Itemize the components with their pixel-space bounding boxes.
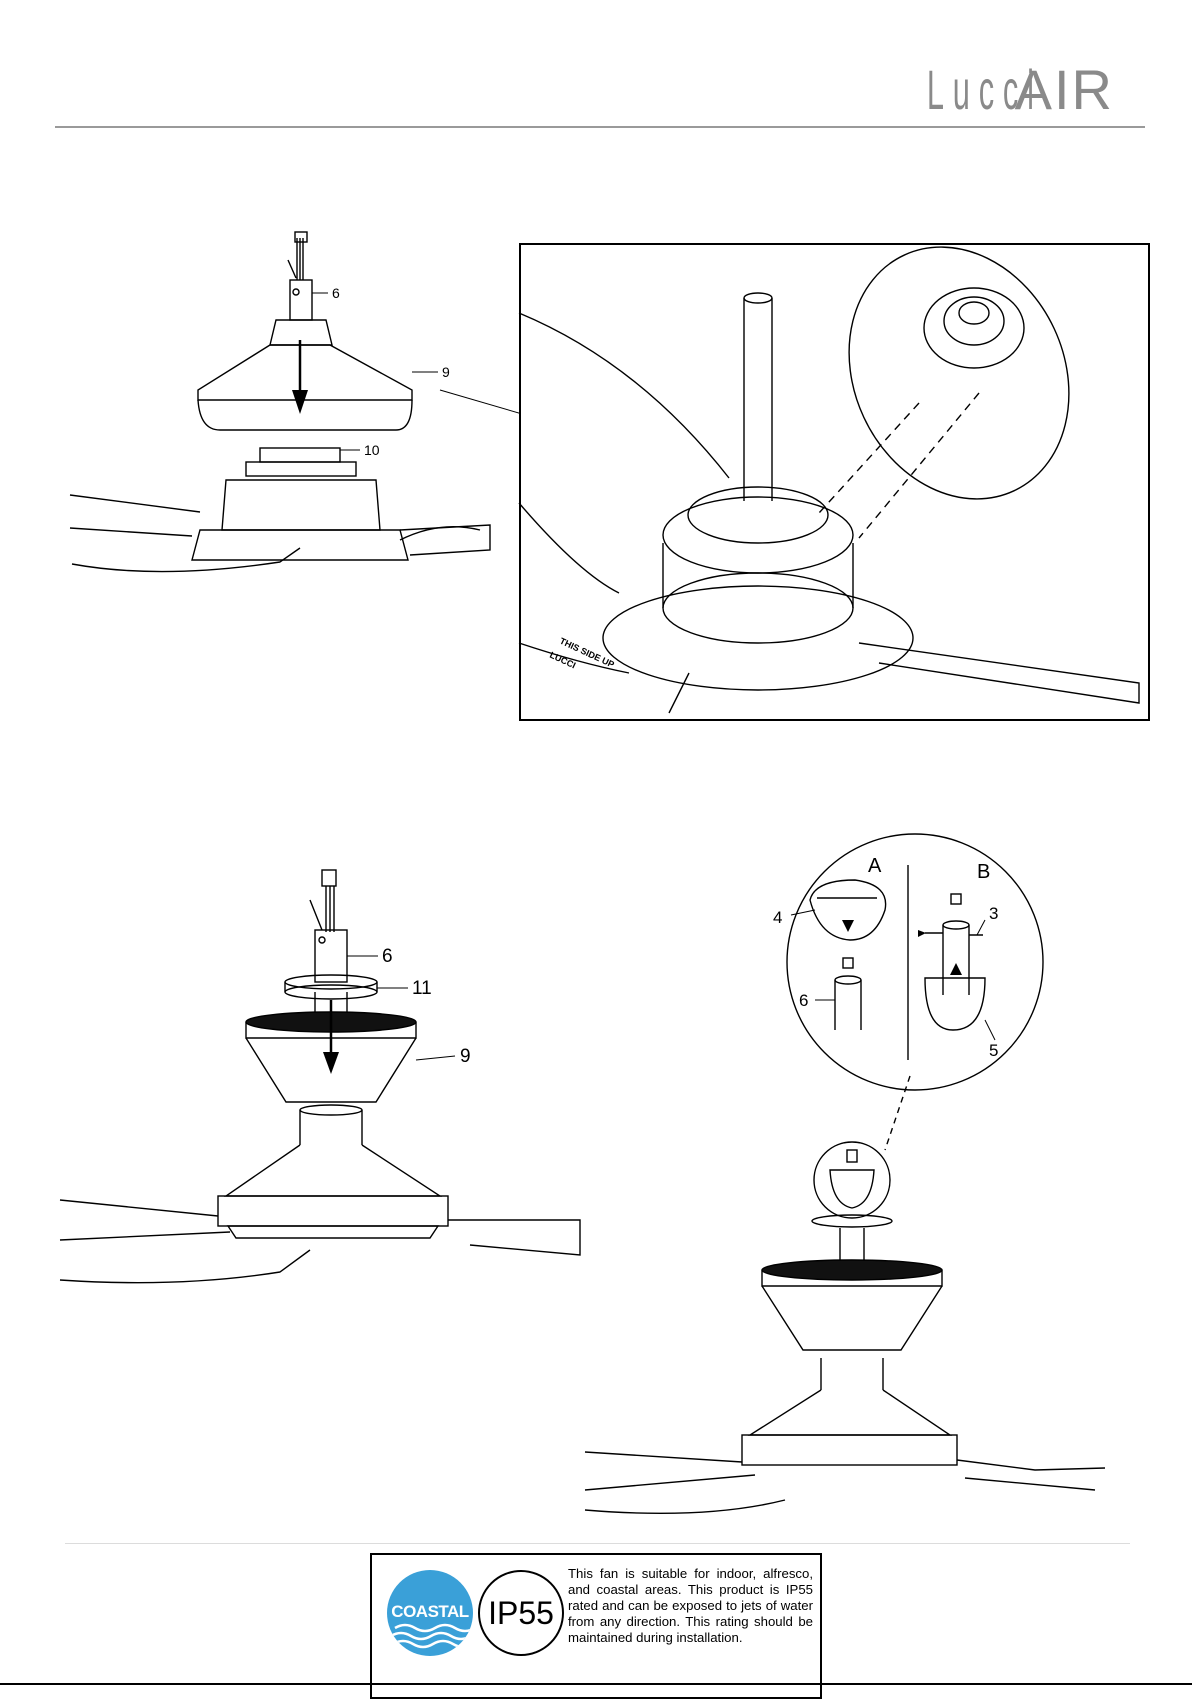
panel-label-b: B <box>977 861 990 883</box>
callout-10-top: 10 <box>364 442 380 458</box>
header-divider <box>55 126 1145 128</box>
callout-6-detail: 6 <box>799 991 808 1010</box>
ip55-badge: IP55 <box>478 1570 564 1656</box>
coastal-badge: COASTAL <box>387 1570 473 1656</box>
figure-bottom-left: 6 11 9 <box>60 860 580 1290</box>
callout-6-bottom: 6 <box>382 946 393 967</box>
callout-6-top: 6 <box>332 285 340 301</box>
figure-bottom-right: A B 4 6 3 5 <box>585 830 1125 1510</box>
panel-label-a: A <box>868 855 882 877</box>
callout-11-bottom: 11 <box>412 978 432 999</box>
brand-lucci-text: Lucci <box>927 58 1043 122</box>
callout-9-bottom: 9 <box>460 1046 471 1067</box>
callout-5: 5 <box>989 1041 998 1060</box>
brand-logo: Lucci AIR <box>832 52 1114 122</box>
callout-4: 4 <box>773 908 782 927</box>
notice-text: This fan is suitable for indoor, alfresc… <box>568 1566 813 1646</box>
callout-9-top: 9 <box>442 364 450 380</box>
ip55-label: IP55 <box>488 1595 554 1632</box>
coastal-label: COASTAL <box>387 1602 473 1622</box>
coastal-ip55-notice: COASTAL IP55 This fan is suitable for in… <box>370 1553 822 1699</box>
figure-top-right: THIS SIDE UP LUCCI <box>519 243 1150 721</box>
footer-divider <box>65 1543 1130 1544</box>
figure-top-left: 6 9 10 <box>60 230 520 590</box>
callout-3: 3 <box>989 904 998 923</box>
waves-icon <box>387 1622 473 1656</box>
